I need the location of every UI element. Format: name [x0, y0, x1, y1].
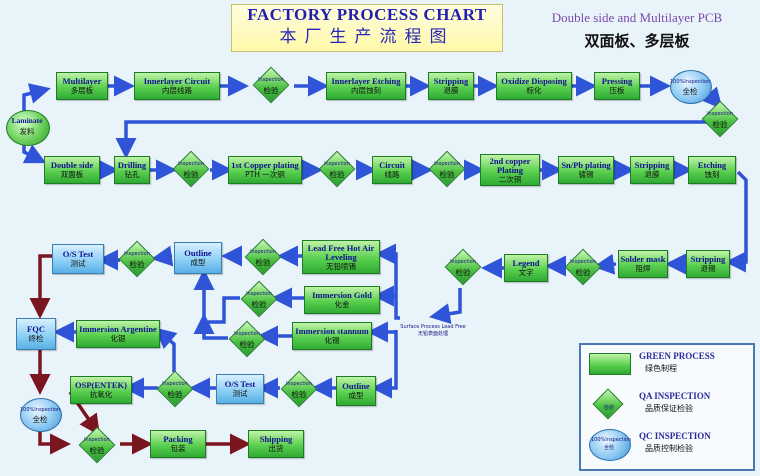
- flow-arrow: [126, 120, 718, 152]
- flow-arrow: [154, 327, 178, 372]
- flow-arrow: [375, 243, 400, 320]
- chart-subtitle-chinese: 双面板、多层板: [584, 32, 690, 50]
- legend-process-swatch: [589, 353, 631, 375]
- chart-title-chinese: 本厂生产流程图: [279, 27, 455, 47]
- process-osp-entek: OSP(ENTEK)抗氧化: [70, 376, 132, 404]
- legend-inspection-swatch: [592, 388, 624, 420]
- start-node-laminate: Laminate 发料: [6, 110, 50, 146]
- chart-title-box: FACTORY PROCESS CHART 本厂生产流程图: [231, 4, 503, 52]
- flow-arrow: [193, 313, 228, 340]
- flow-arrow: [371, 330, 398, 399]
- flow-arrow: [22, 83, 51, 112]
- chart-title: FACTORY PROCESS CHART: [247, 5, 487, 24]
- flow-arrow: [593, 253, 617, 275]
- flow-arrow: [151, 245, 174, 267]
- flow-arrow: [725, 170, 748, 273]
- flow-arrow: [193, 269, 240, 324]
- chart-subtitle: Double side and Multilayer PCB: [551, 10, 723, 25]
- legend-qc-swatch: [589, 429, 631, 461]
- flow-arrow: [429, 288, 462, 325]
